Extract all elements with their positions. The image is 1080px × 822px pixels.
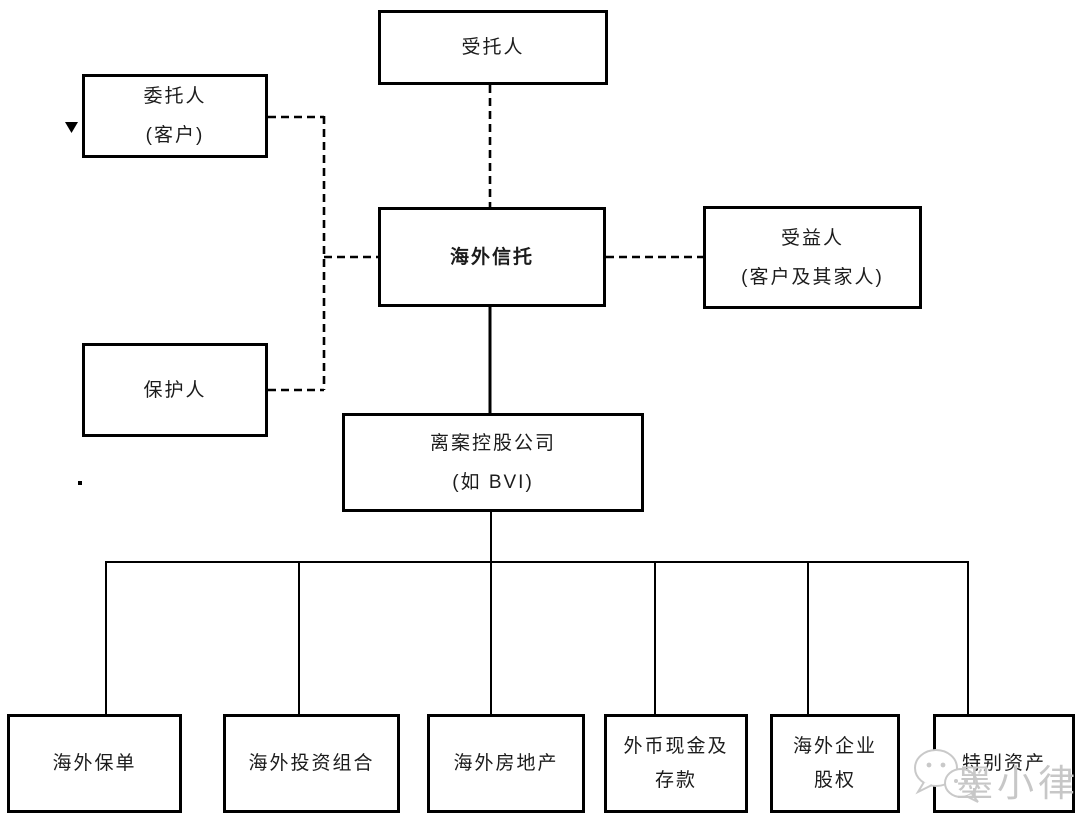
asset-label: 特别资产 — [961, 752, 1046, 774]
asset-label: 海外企业 — [792, 735, 877, 757]
asset-sublabel: 存款 — [654, 769, 697, 791]
node-beneficiary-label: 受益人 — [780, 227, 844, 249]
down-arrow-icon — [65, 122, 78, 133]
node-trustee: 受托人 — [378, 10, 608, 85]
node-asset-overseas-company-equity: 海外企业 股权 — [770, 714, 900, 813]
node-holding-sublabel: (如 BVI) — [452, 471, 534, 493]
node-holding-label: 离案控股公司 — [429, 432, 556, 454]
node-asset-overseas-real-estate: 海外房地产 — [427, 714, 585, 813]
node-protector: 保护人 — [82, 343, 268, 437]
asset-sublabel: 股权 — [813, 769, 856, 791]
node-asset-overseas-investment-portfolio: 海外投资组合 — [223, 714, 400, 813]
node-settlor: 委托人 (客户) — [82, 74, 268, 158]
node-trustee-label: 受托人 — [461, 37, 525, 58]
node-overseas-trust: 海外信托 — [378, 207, 606, 307]
asset-label: 外币现金及 — [623, 735, 729, 757]
node-asset-foreign-currency-cash-deposits: 外币现金及 存款 — [604, 714, 748, 813]
asset-label: 海外保单 — [52, 752, 137, 774]
node-beneficiary: 受益人 (客户及其家人) — [703, 206, 922, 309]
node-offshore-holding-company: 离案控股公司 (如 BVI) — [342, 413, 644, 512]
stray-dot — [78, 481, 82, 485]
asset-label: 海外投资组合 — [248, 752, 375, 774]
node-asset-overseas-policy: 海外保单 — [7, 714, 182, 813]
node-settlor-sublabel: (客户) — [145, 125, 205, 146]
node-settlor-label: 委托人 — [143, 86, 207, 107]
node-overseas-trust-label: 海外信托 — [449, 246, 534, 268]
asset-label: 海外房地产 — [453, 752, 559, 774]
node-asset-special-assets: 特别资产 — [933, 714, 1075, 813]
node-protector-label: 保护人 — [143, 379, 207, 401]
node-beneficiary-sublabel: (客户及其家人) — [741, 266, 884, 288]
